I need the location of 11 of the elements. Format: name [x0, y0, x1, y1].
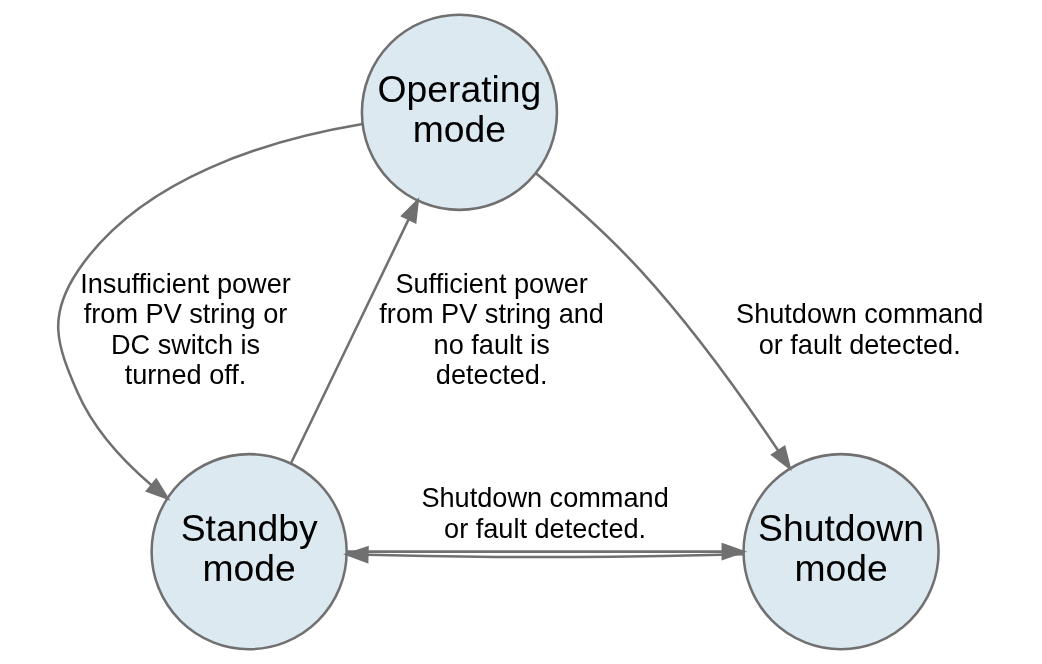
edge-label: Insufficient power from PV string or DC switch is turned off.: [79, 267, 291, 391]
node-circle: Standby mode: [149, 452, 348, 651]
arrow: [289, 197, 419, 464]
edge-label: Shutdown command or fault detected.: [420, 482, 669, 544]
arrow: [342, 545, 743, 564]
node-circle: Operating mode: [360, 13, 558, 212]
node-circle: Shutdown mode: [741, 452, 940, 651]
edge-label: Sufficient power from PV string and no fault is detected.: [378, 267, 604, 391]
arrow: [534, 172, 792, 472]
arrow: [56, 122, 363, 501]
edge-label: Shutdown command or fault detected.: [735, 298, 983, 360]
